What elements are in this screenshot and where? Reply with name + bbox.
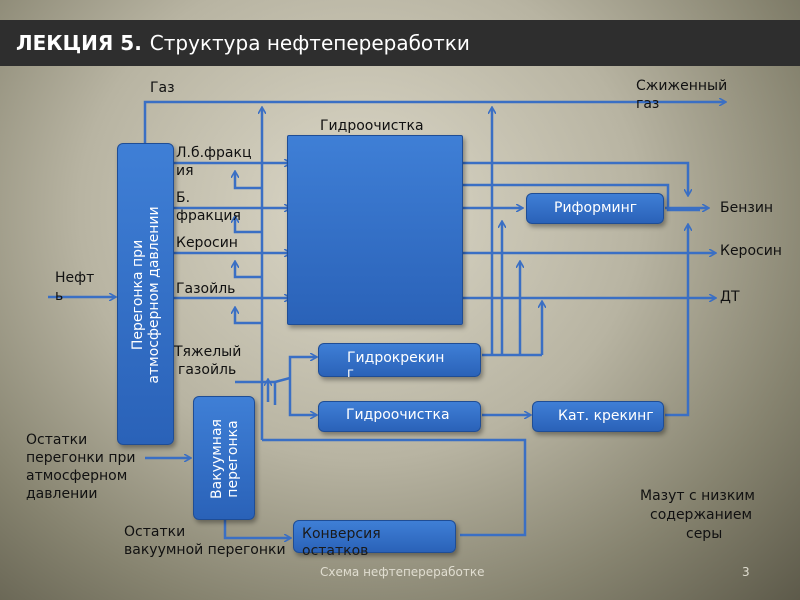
residue-label-3: атмосферном bbox=[26, 468, 128, 484]
vac-label-2: перегонка bbox=[225, 420, 241, 498]
page-number: 3 bbox=[742, 565, 750, 579]
hydrocracking-box: Гидрокрекин г bbox=[318, 343, 481, 381]
vac-label-1: Вакуумная bbox=[209, 419, 225, 499]
oil-label-1: Нефт bbox=[55, 270, 95, 286]
atm-label-1: Перегонка при bbox=[130, 239, 146, 351]
gasoil-label: Газойль bbox=[176, 281, 236, 297]
conversion-box: Конверсия остатков bbox=[293, 520, 456, 559]
heavy-gasoil-label-1: Тяжелый bbox=[174, 344, 242, 360]
kerosene-label: Керосин bbox=[176, 235, 238, 251]
atm-label-2: атмосферном давлении bbox=[146, 206, 162, 384]
b-fraction-label-2: фракция bbox=[176, 208, 241, 224]
title-bold: ЛЕКЦИЯ 5. bbox=[16, 31, 142, 55]
light-fraction-label-1: Л.б.фракц bbox=[176, 145, 252, 161]
oil-label-2: ь bbox=[55, 288, 64, 304]
footer-caption: Схема нефтепереработке bbox=[320, 565, 485, 579]
hydrotreating-box: Гидроочистка bbox=[318, 401, 481, 432]
vac-residue-label-2: вакуумной перегонки bbox=[124, 542, 286, 558]
gasoline-out-label: Бензин bbox=[720, 200, 774, 216]
residue-label-4: давлении bbox=[26, 486, 98, 502]
title-text: Структура нефтепереработки bbox=[149, 31, 470, 55]
hydrotreating-main-box bbox=[287, 135, 463, 325]
conversion-label-2: остатков bbox=[302, 543, 369, 559]
hydrotreating-top-label: Гидроочистка bbox=[320, 118, 424, 134]
residue-label-1: Остатки bbox=[26, 432, 88, 448]
residue-label-2: перегонки при bbox=[26, 450, 136, 466]
vac-residue-label-1: Остатки bbox=[124, 524, 186, 540]
atmospheric-distillation-box: Перегонка при атмосферном давлении bbox=[117, 143, 174, 445]
reforming-label: Риформинг bbox=[554, 200, 638, 216]
cat-cracking-box: Кат. крекинг bbox=[532, 401, 664, 432]
lpg-label-1: Сжиженный bbox=[636, 78, 728, 94]
hydrocracking-label-1: Гидрокрекин bbox=[347, 350, 445, 366]
fuel-oil-label-1: Мазут с низким bbox=[640, 488, 755, 504]
dt-out-label: ДТ bbox=[720, 289, 740, 305]
conversion-label-1: Конверсия bbox=[302, 526, 381, 542]
title-bar: ЛЕКЦИЯ 5. Структура нефтепереработки bbox=[0, 20, 800, 66]
atmospheric-distillation-text: Перегонка при атмосферном давлении bbox=[130, 145, 162, 445]
heavy-gasoil-label-2: газойль bbox=[178, 362, 237, 378]
b-fraction-label-1: Б. bbox=[176, 190, 191, 206]
lpg-label-2: газ bbox=[636, 96, 660, 112]
cat-cracking-label: Кат. крекинг bbox=[558, 408, 654, 424]
hydrocracking-label-2: г bbox=[347, 366, 354, 381]
fuel-oil-label-3: серы bbox=[686, 526, 723, 542]
vacuum-distillation-box: Вакуумная перегонка bbox=[193, 396, 255, 520]
reforming-box: Риформинг bbox=[526, 193, 664, 224]
gas-label: Газ bbox=[150, 80, 175, 96]
kerosene-out-label: Керосин bbox=[720, 243, 782, 259]
hydrotreating-label: Гидроочистка bbox=[346, 407, 450, 423]
vacuum-distillation-text: Вакуумная перегонка bbox=[209, 399, 241, 519]
fuel-oil-label-2: содержанием bbox=[650, 507, 753, 523]
light-fraction-label-2: ия bbox=[176, 163, 194, 179]
